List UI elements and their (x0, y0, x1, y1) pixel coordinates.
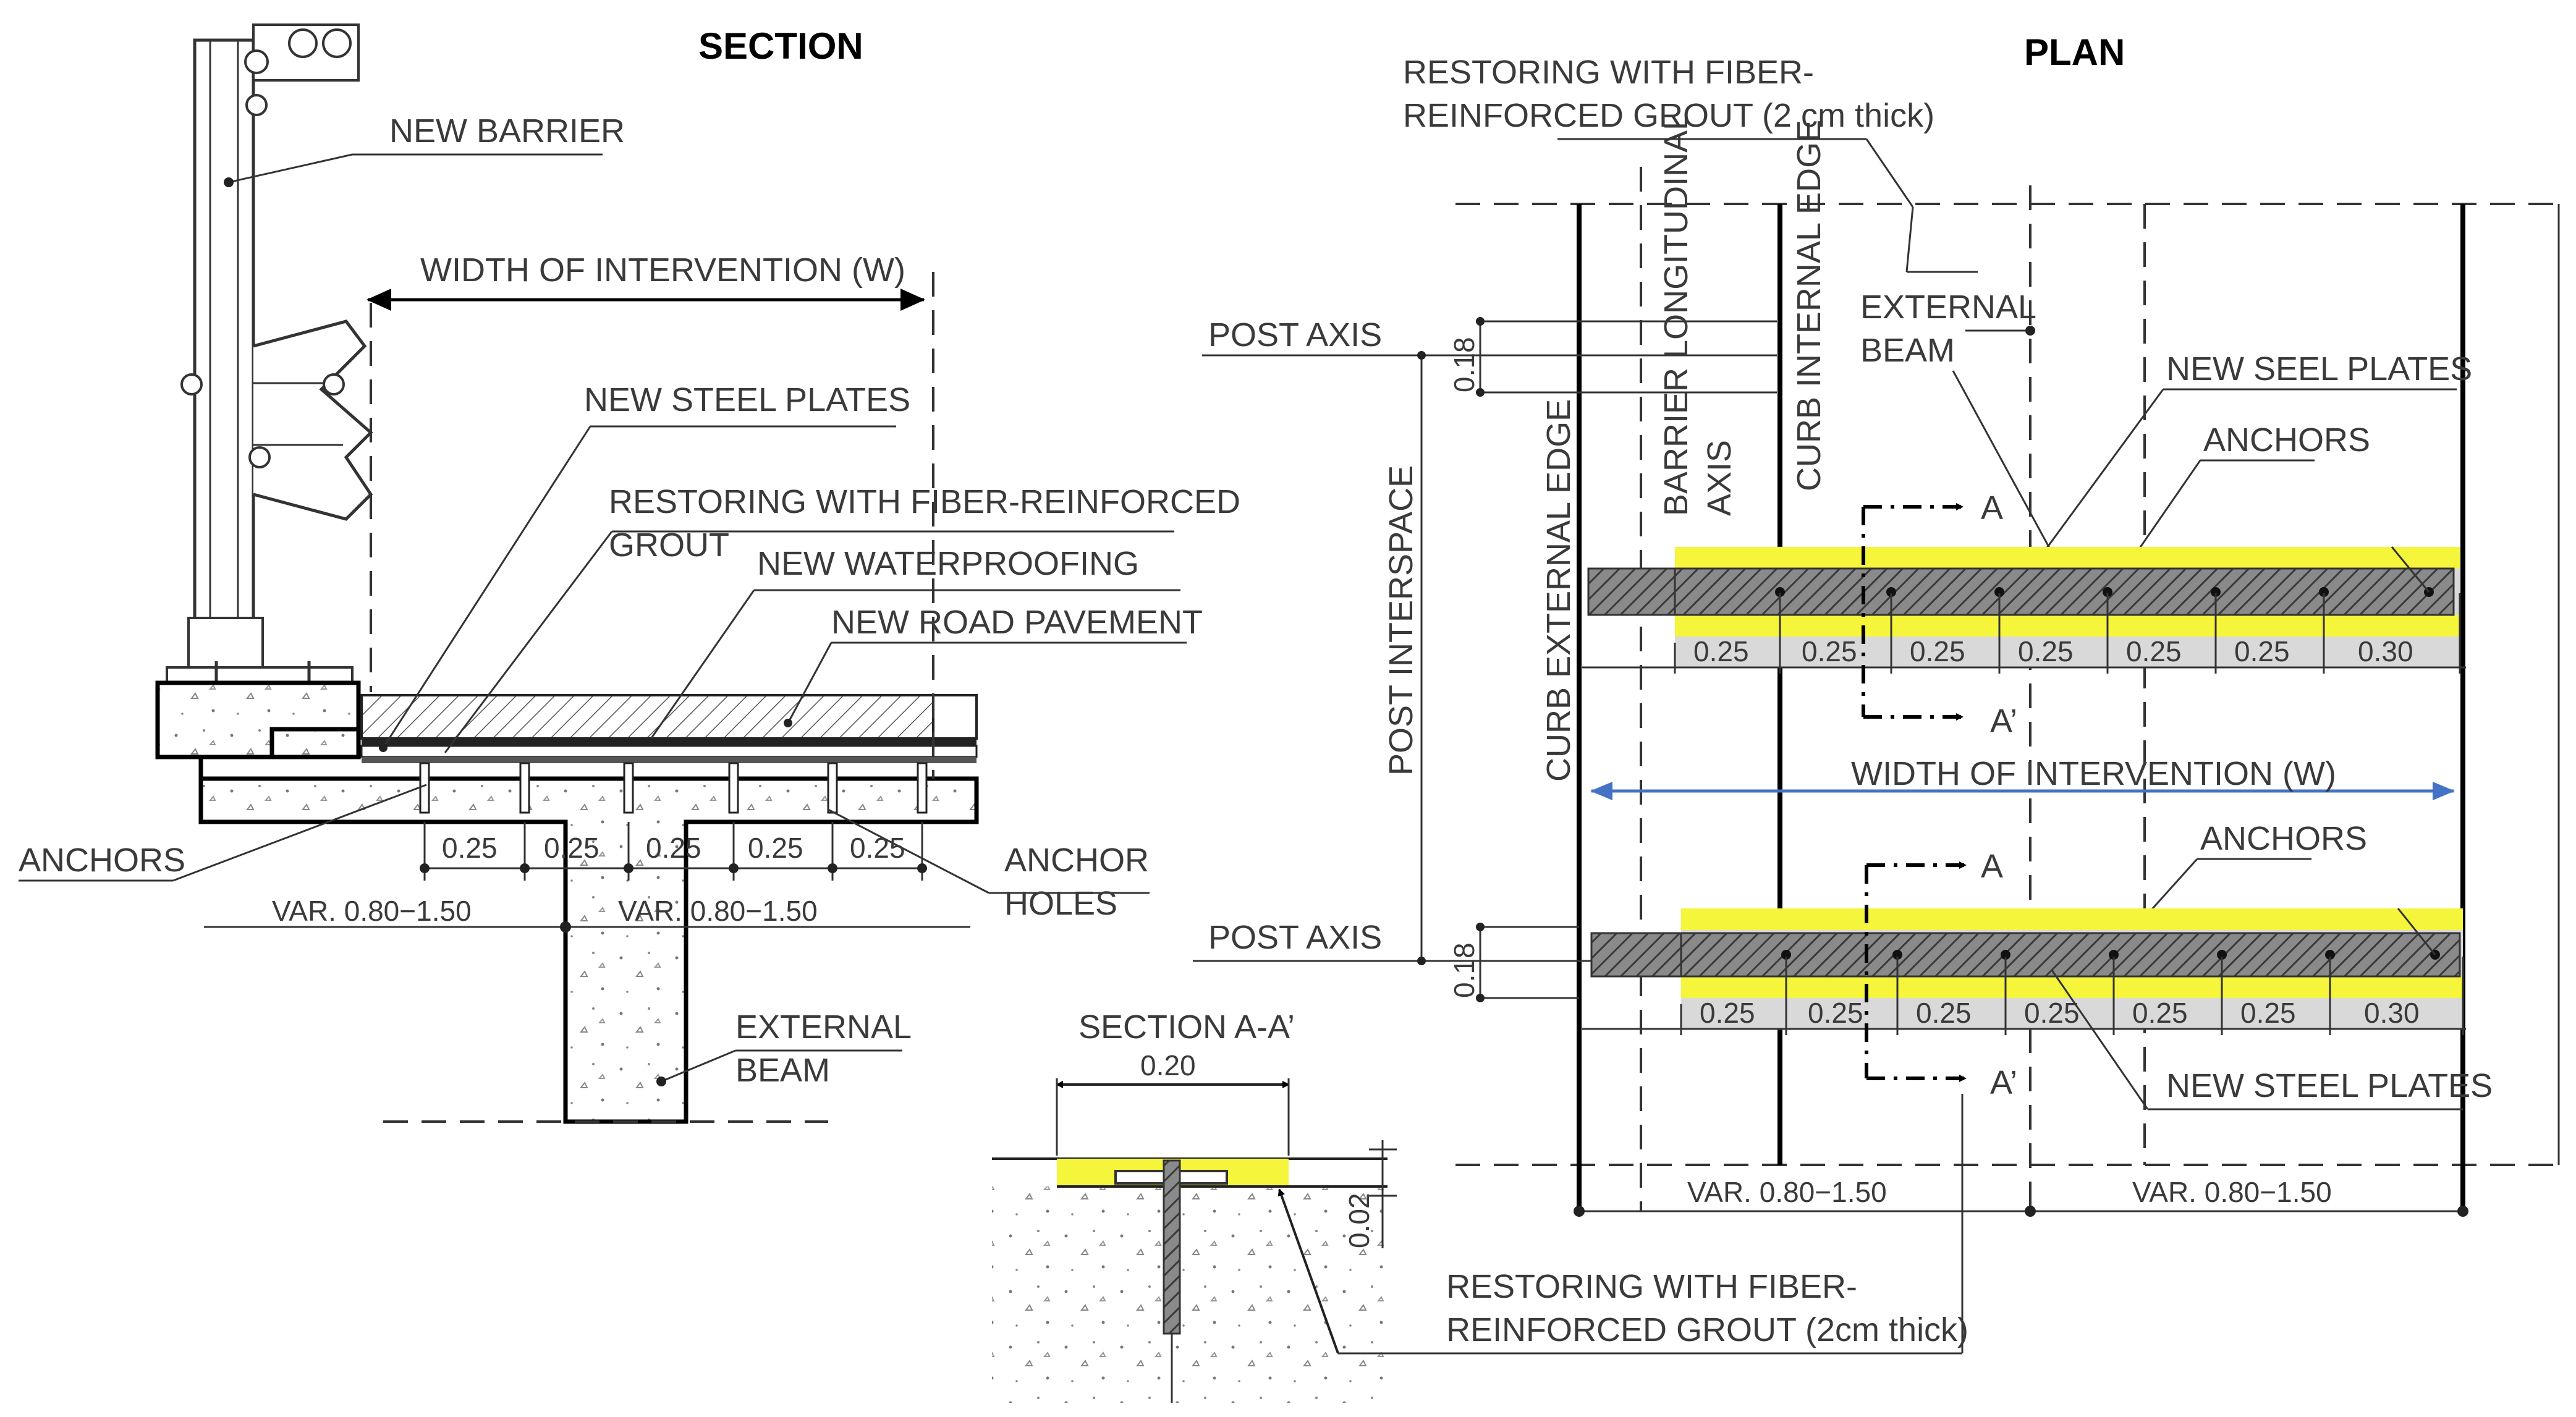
section-label-new-road-pavement: NEW ROAD PAVEMENT (831, 604, 1203, 641)
plan-anchors-top (1775, 587, 2434, 597)
plan-anchors-bottom (1781, 950, 2440, 960)
plan-label-external-beam-2: BEAM (1860, 332, 1955, 369)
plan-dim-spacing-top: 0.25 (2234, 635, 2290, 667)
plan-label-new-steel-plates-top: NEW SEEL PLATES (2166, 350, 2472, 387)
plan-dim-018-top: 0.18 (1448, 337, 1480, 392)
plan-dim-spacing-top: 0.25 (1910, 635, 1965, 667)
section-aa-dim-thickness: 0.02 (1343, 1193, 1375, 1248)
section-label-new-steel-plates: NEW STEEL PLATES (584, 381, 910, 418)
plan-section-a-bottom: A (1981, 848, 2003, 885)
plan-label-curb-external-edge: CURB EXTERNAL EDGE (1540, 399, 1577, 782)
plan-dim-spacing-top: 0.25 (1693, 635, 1749, 667)
section-view: SECTION (19, 23, 1240, 1124)
plan-dims-top (1674, 593, 2461, 674)
plan-dims-bottom (1680, 957, 2464, 1035)
curb-and-slab (155, 272, 979, 1124)
plan-dim-spacing-bottom: 0.25 (1916, 997, 1972, 1029)
plan-label-anchors-bottom: ANCHORS (2200, 820, 2367, 857)
plan-dim-spacing-top: 0.25 (1802, 635, 1857, 667)
plan-dim-spacing-bottom: 0.25 (1808, 997, 1863, 1029)
plan-label-restoring-2: REINFORCED GROUT (2 cm thick) (1403, 97, 1934, 134)
plan-label-restoring-1: RESTORING WITH FIBER- (1403, 54, 1814, 91)
plan-dim-var-left: VAR. 0.80−1.50 (1687, 1176, 1887, 1208)
section-dim-var-right: VAR. 0.80−1.50 (618, 895, 818, 927)
plan-label-barrier-axis-1: BARRIER LONGITUDINAL (1658, 112, 1695, 516)
plan-section-a-prime-top: A’ (1990, 703, 2017, 740)
section-aa-label-restoring-1: RESTORING WITH FIBER- (1446, 1268, 1857, 1305)
section-aa-title: SECTION A-A’ (1078, 1009, 1295, 1046)
section-aa-anchor (1163, 1159, 1181, 1335)
plan-label-post-axis-bottom: POST AXIS (1208, 919, 1382, 956)
plan-label-barrier-axis-2: AXIS (1701, 440, 1738, 516)
section-dim-spacing: 0.25 (544, 832, 600, 864)
section-dim-var-left: VAR. 0.80−1.50 (272, 895, 472, 927)
plan-dim-spacing-top: 0.30 (2358, 635, 2413, 667)
plan-dim-spacing-bottom: 0.30 (2364, 997, 2420, 1029)
plan-dim-spacing-bottom: 0.25 (2132, 997, 2188, 1029)
section-label-new-barrier: NEW BARRIER (389, 112, 625, 150)
section-title: SECTION (698, 25, 863, 67)
plan-label-new-steel-plates-bottom: NEW STEEL PLATES (2166, 1067, 2493, 1104)
plan-dim-spacing-top: 0.25 (2126, 635, 2182, 667)
plan-view: PLAN POST AXIS POST AXIS 0.18 0.18 POST … (1193, 32, 2560, 1217)
section-label-new-waterproofing: NEW WATERPROOFING (757, 545, 1139, 582)
plan-dim-spacing-top: 0.25 (2018, 635, 2074, 667)
section-label-external-beam-2: BEAM (735, 1052, 830, 1089)
plan-title: PLAN (2024, 32, 2125, 73)
plan-section-a-prime-bottom: A’ (1990, 1064, 2017, 1101)
plan-dim-spacing-bottom: 0.25 (1700, 997, 1755, 1029)
plan-plate-strip-top (1582, 547, 2466, 669)
section-leaders (19, 153, 1187, 1086)
section-dim-spacing: 0.25 (748, 832, 803, 864)
section-aa-dim-width: 0.20 (1140, 1049, 1196, 1081)
plan-dim-018-bottom: 0.18 (1448, 942, 1480, 998)
section-label-anchor-holes-2: HOLES (1004, 885, 1117, 922)
plan-label-curb-internal-edge: CURB INTERNAL EDGE (1790, 120, 1828, 491)
section-dim-spacing: 0.25 (442, 832, 498, 864)
section-aa-label-restoring-2: REINFORCED GROUT (2cm thick) (1446, 1311, 1968, 1348)
plan-label-post-axis-top: POST AXIS (1208, 316, 1382, 353)
section-label-restoring-1: RESTORING WITH FIBER-REINFORCED (609, 483, 1240, 520)
plan-label-width-of-intervention: WIDTH OF INTERVENTION (W) (1851, 755, 2336, 792)
section-label-restoring-2: GROUT (609, 527, 729, 564)
section-label-anchors: ANCHORS (19, 842, 185, 879)
section-label-anchor-holes-1: ANCHOR (1004, 842, 1149, 879)
section-label-external-beam-1: EXTERNAL (735, 1009, 912, 1046)
plan-label-anchors-top: ANCHORS (2203, 421, 2370, 459)
plan-dim-var-right: VAR. 0.80−1.50 (2132, 1176, 2332, 1208)
plan-section-a-top: A (1981, 489, 2003, 527)
plan-plate-strip-bottom (1582, 908, 2466, 1030)
plan-label-post-interspace: POST INTERSPACE (1383, 465, 1420, 776)
plan-label-external-beam-1: EXTERNAL (1860, 289, 2036, 326)
section-dim-spacing: 0.25 (850, 832, 905, 864)
barrier-post (166, 23, 373, 735)
section-label-width-of-intervention: WIDTH OF INTERVENTION (W) (420, 252, 905, 289)
section-aa-view: SECTION A-A’ 0.20 0.02 RESTORING WITH FI… (992, 1009, 1968, 1403)
plan-dim-spacing-bottom: 0.25 (2024, 997, 2080, 1029)
section-dim-spacing: 0.25 (646, 832, 701, 864)
section-anchors (419, 762, 928, 814)
plan-dim-spacing-bottom: 0.25 (2240, 997, 2296, 1029)
